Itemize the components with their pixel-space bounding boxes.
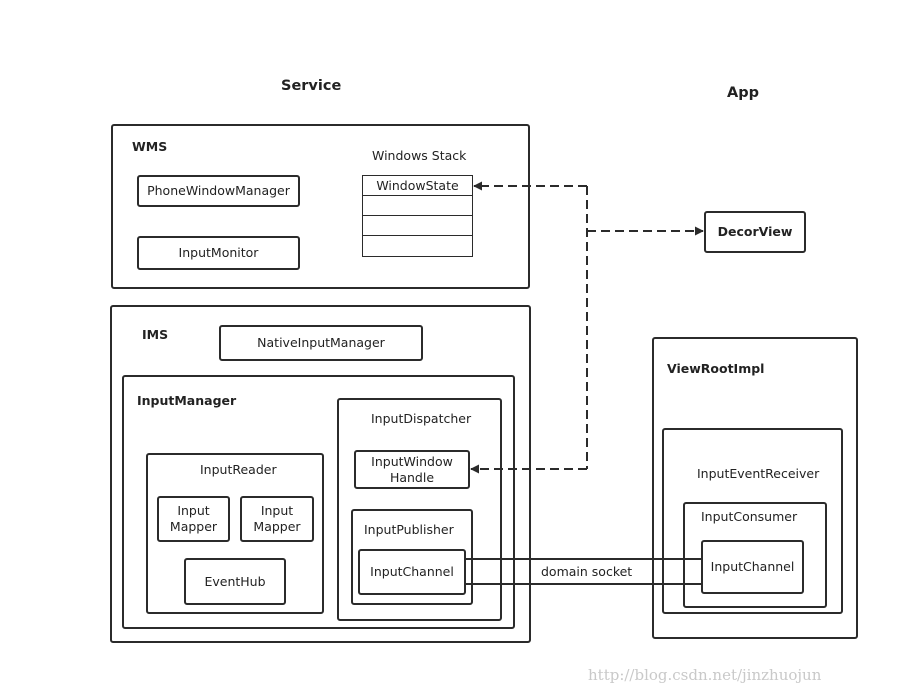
phone-window-manager-box: PhoneWindowManager — [137, 175, 300, 207]
input-channel-box: InputChannel — [358, 549, 466, 595]
decor-view-box: DecorView — [704, 211, 806, 253]
event-hub-box: EventHub — [184, 558, 286, 605]
input-channel-box: InputChannel — [701, 540, 804, 594]
input-dispatcher-label: InputDispatcher — [371, 411, 472, 426]
input-mapper-box: Input Mapper — [157, 496, 230, 542]
input-publisher-label: InputPublisher — [364, 522, 454, 537]
window-state-cell: WindowState — [362, 175, 473, 197]
input-manager-label: InputManager — [137, 393, 237, 408]
wms-label: WMS — [132, 139, 168, 154]
ims-label: IMS — [142, 327, 169, 342]
windows-stack-cell — [362, 195, 473, 217]
input-monitor-box: InputMonitor — [137, 236, 300, 270]
app-header: App — [727, 85, 759, 101]
input-mapper-box: Input Mapper — [240, 496, 314, 542]
input-reader-label: InputReader — [200, 462, 277, 477]
input-consumer-label: InputConsumer — [701, 509, 798, 524]
windows-stack-title: Windows Stack — [372, 148, 467, 163]
windows-stack-cell — [362, 215, 473, 237]
input-event-receiver-label: InputEventReceiver — [697, 466, 820, 481]
watermark: http://blog.csdn.net/jinzhuojun — [588, 666, 822, 684]
service-header: Service — [281, 78, 342, 94]
input-window-handle-box: InputWindow Handle — [354, 450, 470, 489]
windows-stack-cell — [362, 235, 473, 257]
domain-socket-label: domain socket — [540, 564, 634, 579]
view-root-impl-label: ViewRootImpl — [667, 361, 765, 376]
native-input-manager-box: NativeInputManager — [219, 325, 423, 361]
